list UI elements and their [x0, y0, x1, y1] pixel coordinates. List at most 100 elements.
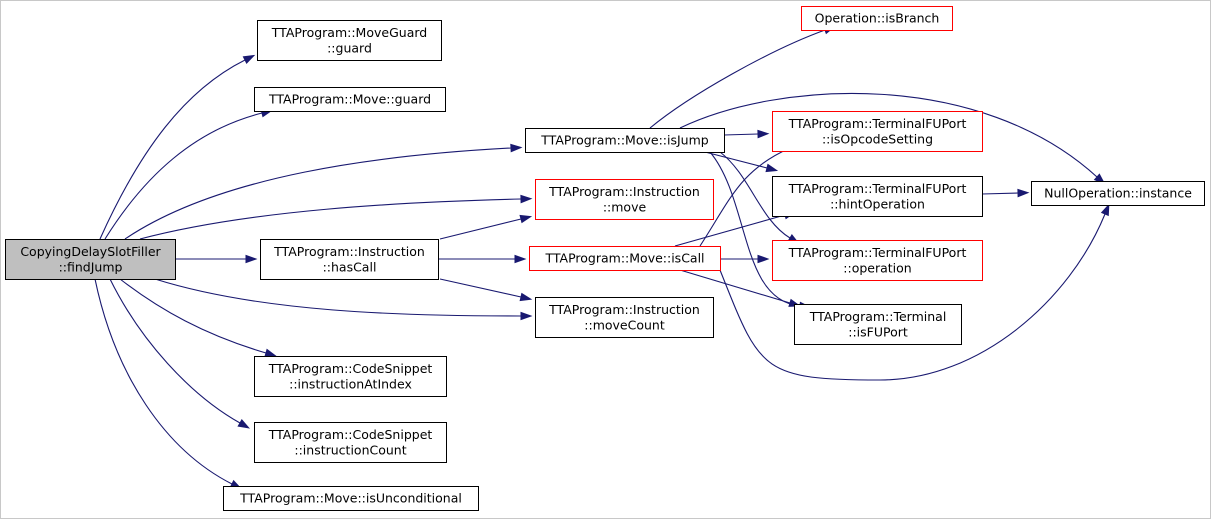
- node-moveGuard[interactable]: TTAProgram::Move::guard: [254, 87, 446, 112]
- edge-moveIsJump-to-tfuHintOp: [704, 151, 779, 173]
- edge-arrowhead: [765, 163, 779, 173]
- edge-line: [109, 278, 241, 424]
- node-box[interactable]: [535, 179, 714, 220]
- edge-instrHasCall-to-instrMove: [439, 214, 533, 240]
- node-box[interactable]: [260, 239, 439, 280]
- node-box[interactable]: [801, 6, 953, 31]
- node-label-line: TTAProgram::MoveGuard: [271, 25, 427, 40]
- node-box[interactable]: [254, 356, 447, 397]
- edge-line: [119, 278, 267, 354]
- node-box[interactable]: [254, 422, 447, 463]
- node-label-line: TTAProgram::Move::guard: [268, 92, 431, 107]
- node-box[interactable]: [529, 246, 721, 271]
- node-label-line: ::moveCount: [584, 317, 665, 332]
- node-label-line: ::operation: [843, 260, 911, 275]
- edge-arrowhead: [237, 419, 250, 429]
- node-termIsFUPort[interactable]: TTAProgram::Terminal::isFUPort: [794, 304, 962, 345]
- node-label-line: TTAProgram::CodeSnippet: [268, 427, 433, 442]
- node-label-line: CopyingDelaySlotFiller: [20, 244, 161, 259]
- edge-line: [439, 218, 522, 240]
- node-moveGuardGuard[interactable]: TTAProgram::MoveGuard::guard: [257, 20, 442, 61]
- node-box[interactable]: [535, 297, 714, 338]
- node-csInstrCount[interactable]: TTAProgram::CodeSnippet::instructionCoun…: [254, 422, 447, 463]
- edge-arrowhead: [510, 143, 523, 153]
- edge-findJump-to-csInstrCount: [109, 278, 250, 429]
- node-box[interactable]: [772, 111, 983, 152]
- node-instrHasCall[interactable]: TTAProgram::Instruction::hasCall: [260, 239, 439, 280]
- edge-line: [981, 192, 1019, 195]
- node-box[interactable]: [1031, 181, 1205, 206]
- node-label-line: ::isOpcodeSetting: [822, 131, 933, 146]
- node-box: [5, 239, 176, 280]
- node-label-line: TTAProgram::Move::isJump: [540, 133, 709, 148]
- node-instrMove[interactable]: TTAProgram::Instruction::move: [535, 179, 714, 220]
- edge-line: [649, 29, 826, 129]
- edge-line: [723, 133, 759, 136]
- node-label-line: TTAProgram::Move::isUnconditional: [239, 491, 462, 506]
- node-box[interactable]: [772, 240, 983, 281]
- node-label-line: ::instructionCount: [294, 442, 406, 457]
- edge-instrHasCall-to-moveIsCall: [438, 254, 527, 264]
- node-box[interactable]: [772, 176, 983, 217]
- node-label-line: TTAProgram::Move::isCall: [544, 251, 704, 266]
- edge-line: [139, 198, 522, 240]
- edge-line: [679, 92, 1098, 178]
- node-findJump: CopyingDelaySlotFiller::findJump: [5, 239, 176, 280]
- edge-line: [99, 59, 246, 240]
- node-tfuHintOp[interactable]: TTAProgram::TerminalFUPort::hintOperatio…: [772, 176, 983, 217]
- edge-line: [124, 147, 512, 240]
- node-moveIsUncond[interactable]: TTAProgram::Move::isUnconditional: [223, 486, 479, 511]
- node-label-line: TTAProgram::TerminalFUPort: [788, 245, 967, 260]
- edge-findJump-to-csInstrAtIndex: [119, 278, 278, 358]
- edge-findJump-to-moveGuardGuard: [99, 54, 256, 240]
- node-label-line: TTAProgram::TerminalFUPort: [788, 181, 967, 196]
- node-moveIsCall[interactable]: TTAProgram::Move::isCall: [529, 246, 721, 271]
- node-label-line: TTAProgram::Instruction: [548, 302, 700, 317]
- node-box[interactable]: [525, 128, 725, 153]
- edge-arrowhead: [520, 311, 533, 321]
- node-label-line: TTAProgram::Instruction: [548, 184, 700, 199]
- node-label-line: ::guard: [327, 40, 372, 55]
- edge-arrowhead: [1017, 188, 1030, 198]
- edge-findJump-to-instrHasCall: [175, 254, 258, 264]
- node-label-line: TTAProgram::CodeSnippet: [268, 361, 433, 376]
- node-box[interactable]: [794, 304, 962, 345]
- edge-tfuHintOp-to-nullOpInstance: [981, 188, 1030, 198]
- node-nullOpInstance[interactable]: NullOperation::instance: [1031, 181, 1205, 206]
- node-moveIsJump[interactable]: TTAProgram::Move::isJump: [525, 128, 725, 153]
- edge-line: [439, 278, 522, 298]
- edge-moveIsJump-to-tfuIsOpcode: [723, 129, 770, 139]
- edge-layer: [94, 26, 1110, 490]
- node-box[interactable]: [254, 87, 446, 112]
- edge-arrowhead: [519, 292, 533, 302]
- node-label-line: ::hasCall: [323, 259, 377, 274]
- node-opIsBranch[interactable]: Operation::isBranch: [801, 6, 953, 31]
- node-label-line: ::instructionAtIndex: [289, 376, 412, 391]
- node-label-line: TTAProgram::TerminalFUPort: [788, 116, 967, 131]
- node-csInstrAtIndex[interactable]: TTAProgram::CodeSnippet::instructionAtIn…: [254, 356, 447, 397]
- edge-line: [699, 147, 791, 247]
- edge-line: [104, 112, 263, 240]
- node-label-line: ::move: [603, 199, 647, 214]
- edge-findJump-to-instrMoveCount: [154, 278, 533, 321]
- edge-findJump-to-moveIsUncond: [94, 278, 243, 490]
- node-label-line: TTAProgram::Terminal: [809, 309, 947, 324]
- node-box[interactable]: [257, 20, 442, 61]
- edge-findJump-to-instrMove: [139, 194, 533, 240]
- edge-arrowhead: [514, 254, 527, 264]
- node-label-line: ::hintOperation: [830, 196, 925, 211]
- edge-line: [704, 151, 768, 169]
- edge-line: [154, 278, 522, 317]
- edge-moveIsJump-to-termIsFUPort: [709, 151, 812, 311]
- edge-line: [679, 269, 791, 304]
- node-label-line: NullOperation::instance: [1044, 186, 1192, 201]
- node-tfuOperation[interactable]: TTAProgram::TerminalFUPort::operation: [772, 240, 983, 281]
- node-label-line: Operation::isBranch: [815, 11, 940, 26]
- node-label-line: ::findJump: [59, 259, 123, 274]
- node-instrMoveCount[interactable]: TTAProgram::Instruction::moveCount: [535, 297, 714, 338]
- edge-line: [94, 278, 233, 485]
- node-box[interactable]: [223, 486, 479, 511]
- node-tfuIsOpcode[interactable]: TTAProgram::TerminalFUPort::isOpcodeSett…: [772, 111, 983, 152]
- edge-arrowhead: [245, 254, 258, 264]
- edge-arrowhead: [519, 214, 533, 224]
